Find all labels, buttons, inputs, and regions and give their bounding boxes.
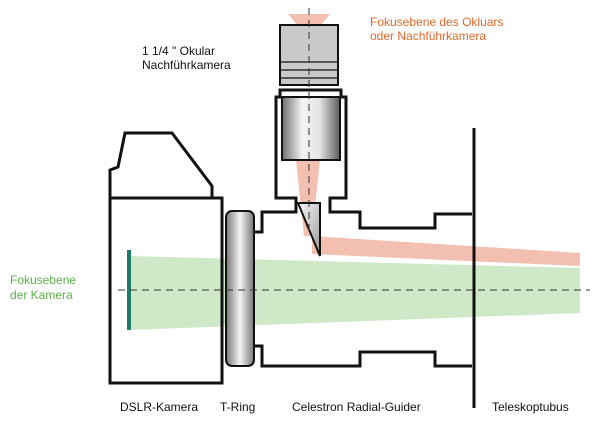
eyepiece-barrel: [281, 96, 341, 161]
telescope-tube-label: Teleskoptubus: [492, 400, 569, 414]
t-ring-label: T-Ring: [220, 400, 255, 414]
camera-sensor: [127, 250, 131, 330]
camera-focal-plane-label-line1: Fokusebene: [10, 273, 76, 287]
guider-top-wall: [254, 88, 472, 234]
guide-beam-horizontal: [312, 236, 580, 266]
eyepiece-focal-plane-label-line2: oder Nachführkamera: [370, 29, 486, 43]
camera-light-beam: [128, 256, 580, 330]
radial-guider-label: Celestron Radial-Guider: [292, 400, 421, 414]
eyepiece-label-line1: 1 1/4 " Okular: [142, 44, 215, 58]
eyepiece-focal-plane-label-line1: Fokusebene des Okluars: [370, 15, 503, 29]
dslr-camera-label: DSLR-Kamera: [120, 400, 198, 414]
dslr-camera-body: [108, 131, 224, 385]
t-ring: [225, 210, 255, 367]
camera-focal-plane-label-line2: der Kamera: [10, 288, 73, 302]
guider-bottom-wall: [254, 344, 472, 368]
eyepiece-label-line2: Nachführkamera: [142, 58, 231, 72]
